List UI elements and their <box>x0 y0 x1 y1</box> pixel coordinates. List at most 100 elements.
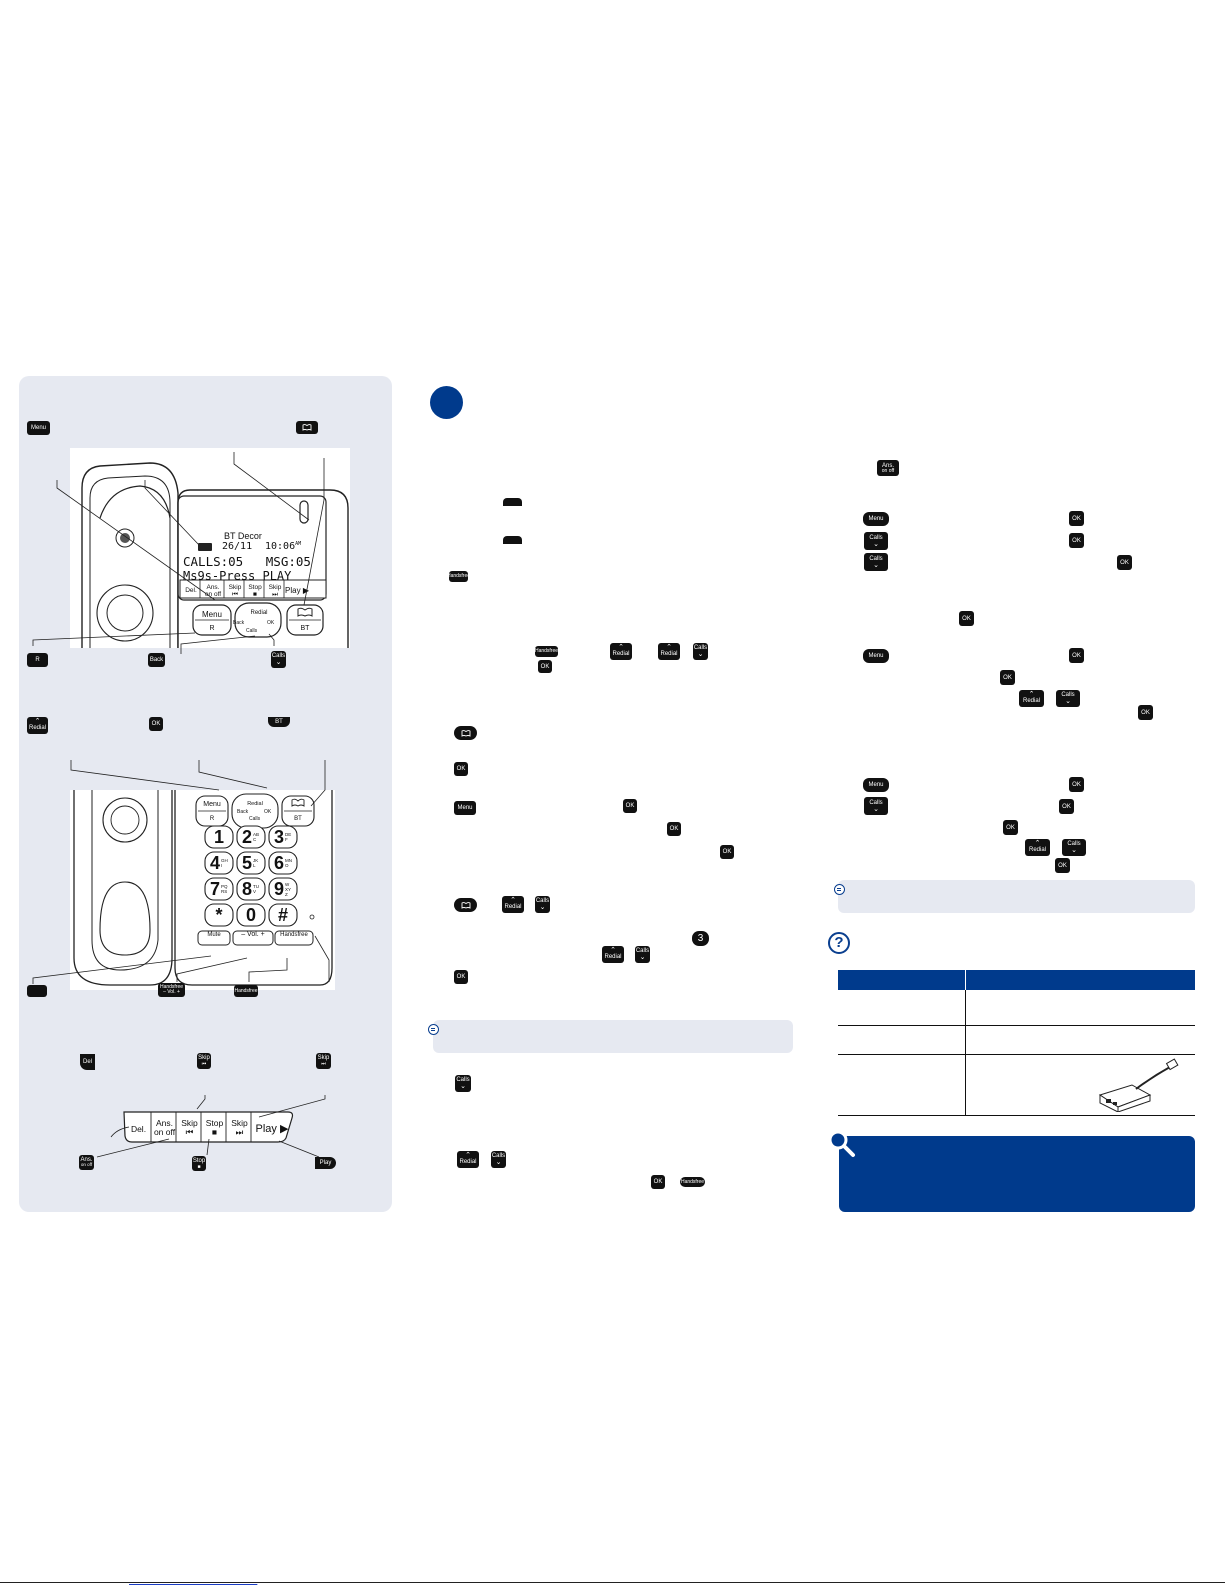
calls-key-icon-m4: Calls⌄ <box>455 1075 471 1092</box>
stop-key[interactable]: Stop■ <box>245 584 265 600</box>
skip-forward-icon: ⏭ <box>272 591 278 598</box>
stop-key-icon: Stop■ <box>192 1156 206 1171</box>
step-number-circle <box>430 386 463 419</box>
menu-key-icon: Menu <box>27 421 50 435</box>
skip-forward-key[interactable]: Skip⏭ <box>265 584 285 600</box>
tip-box <box>839 1136 1195 1212</box>
ok-key-icon-m4: OK <box>667 822 681 836</box>
note-icon <box>834 884 845 895</box>
r-key-label[interactable]: R <box>209 625 215 632</box>
redial-key-icon-m4: ⌃Redial <box>602 946 624 963</box>
play-key-2[interactable]: Play ▶ <box>252 1115 292 1143</box>
play-key[interactable]: Play ▶ <box>285 584 309 600</box>
table-header-solution <box>965 970 1195 990</box>
play-icon: ▶ <box>302 586 309 595</box>
ok-key-icon-r8: OK <box>1069 777 1084 792</box>
base-top-keyrow: Del. Ans.on off Skip⏮ Stop■ Skip⏭ Play ▶ <box>181 584 326 600</box>
skip-forward-key-2[interactable]: Skip⏭ <box>227 1115 252 1143</box>
keypad-letters: TUV <box>253 884 259 894</box>
keypad-key[interactable]: # <box>269 904 297 926</box>
menu-key-icon-r2: Menu <box>863 649 889 663</box>
menu-key-icon-r1: Menu <box>863 512 889 526</box>
keypad-letters: GHI <box>221 858 228 868</box>
redial-key-icon: ⌃Redial <box>27 717 48 734</box>
vol-key-label[interactable]: – Vol. + <box>241 931 265 938</box>
calls-label[interactable]: Calls <box>246 628 258 634</box>
keypad-key[interactable]: * <box>205 904 233 926</box>
calls-key-icon-m5: Calls⌄ <box>491 1151 506 1168</box>
keypad-digit: # <box>277 905 288 925</box>
del-key-2[interactable]: Del. <box>130 1124 147 1134</box>
redial-label[interactable]: Redial <box>250 610 268 616</box>
back-label-2[interactable]: Back <box>237 809 249 815</box>
keypad-letters: PQRS <box>221 884 228 894</box>
r-key-label-2[interactable]: R <box>209 816 215 822</box>
del-key[interactable]: Del. <box>185 587 197 594</box>
menu-key-icon-m1: Menu <box>454 801 476 815</box>
footer-link[interactable] <box>129 1574 257 1586</box>
skip-back-icon: ⏮ <box>232 591 238 598</box>
handsfree-key-label[interactable]: Handsfree <box>280 932 308 938</box>
keypad-digit: 7 <box>209 879 220 899</box>
ans-key-2[interactable]: Ans.on off <box>152 1115 177 1143</box>
ok-key-icon-m3: OK <box>623 799 637 813</box>
ok-key-icon-m6: OK <box>454 970 468 984</box>
ok-label-2[interactable]: OK <box>264 809 272 815</box>
skip-forward-icon-2: ⏭ <box>235 1127 244 1137</box>
table-row <box>838 990 1195 1026</box>
keypad-letters: DEF <box>285 832 292 842</box>
ok-key-icon-r6: OK <box>1000 670 1015 685</box>
calls-key-icon-m2: Calls⌄ <box>535 896 550 913</box>
back-label[interactable]: Back <box>233 620 245 626</box>
keypad-digit: 4 <box>209 853 220 873</box>
calls-key-icon: Calls⌄ <box>271 651 286 668</box>
skip-label: Skip <box>228 584 242 591</box>
skip-back-icon-2: ⏮ <box>185 1127 194 1137</box>
bt-key-label-2[interactable]: BT <box>294 816 302 822</box>
ok-label[interactable]: OK <box>267 620 275 626</box>
ok-key-icon-r3: OK <box>1117 555 1132 570</box>
display-time-wrap: 10:06AM <box>265 541 301 552</box>
keypad-digit: 2 <box>241 827 252 847</box>
menu-key-label[interactable]: Menu <box>201 610 222 619</box>
stop-icon: ■ <box>253 591 257 598</box>
ans-key[interactable]: Ans.on off <box>201 584 225 600</box>
mute-key-label[interactable]: Mute <box>207 932 221 938</box>
skip-back-key[interactable]: Skip⏮ <box>225 584 245 600</box>
display-line1: CALLS:05 MSG:05 <box>183 554 311 569</box>
table-header-row <box>838 970 1195 990</box>
bottom-rule <box>0 1582 1225 1583</box>
bt-key-label[interactable]: BT <box>300 625 310 632</box>
strip-leader-lines <box>96 1095 326 1158</box>
menu-key-label-2[interactable]: Menu <box>203 801 221 808</box>
calls-label-2[interactable]: Calls <box>249 816 261 822</box>
play-key-icon: Play <box>315 1157 336 1169</box>
stop-key-2[interactable]: Stop■ <box>202 1115 227 1143</box>
redial-label-2[interactable]: Redial <box>247 801 263 807</box>
skip-label-2: Skip <box>181 1118 198 1128</box>
keypad-key[interactable]: 1 <box>205 826 233 848</box>
keypad-letters: ABC <box>253 832 260 842</box>
redial-key-icon-r2: ⌃Redial <box>1025 839 1050 856</box>
keypad-key[interactable]: 0 <box>237 904 265 926</box>
play-label: Play <box>285 586 301 595</box>
keypad-digit: 0 <box>245 905 256 925</box>
handset-key-icon-2 <box>503 536 522 544</box>
stop-icon-2: ■ <box>211 1127 218 1137</box>
redial-key-icon-m1: ⌃Redial <box>610 643 632 660</box>
back-key-icon: Back <box>148 653 165 667</box>
skip-back-key-2[interactable]: Skip⏮ <box>177 1115 202 1143</box>
skip-forward-key-icon: Skip⏭ <box>316 1053 331 1069</box>
ok-key-icon-m5: OK <box>720 845 734 859</box>
table-header-problem <box>838 970 966 990</box>
calls-key-icon-m1: Calls⌄ <box>693 643 708 660</box>
answer-machine-keys: Del. Ans.on off Skip⏮ Stop■ Skip⏭ Play ▶ <box>125 1115 301 1143</box>
